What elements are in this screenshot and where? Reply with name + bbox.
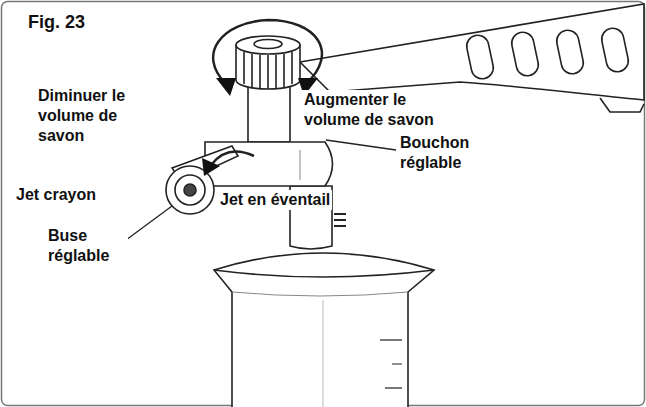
bottle-collar	[334, 213, 346, 215]
label-position: Fig. 23	[26, 12, 87, 32]
rotation-arrow	[213, 20, 322, 84]
adjustable-cap	[236, 36, 300, 54]
rotation-arrow	[216, 78, 236, 96]
bottle	[392, 364, 402, 365]
bottle	[214, 270, 434, 277]
part-label: Buse réglable	[46, 226, 128, 266]
handle	[600, 26, 631, 74]
nozzle-body	[300, 150, 301, 180]
nozzle-rotation-arrow	[202, 152, 254, 177]
label-position: Jet en éventail	[218, 190, 332, 210]
part-label: Jet en éventail	[218, 190, 332, 210]
bottle	[214, 253, 434, 407]
bottle	[385, 387, 402, 388]
handle	[510, 30, 541, 78]
bottle-collar	[334, 219, 346, 221]
bottle	[380, 339, 402, 340]
part-label: Bouchon réglable	[398, 133, 494, 173]
label-position: Augmenter le volume de savon	[302, 90, 452, 130]
adjustable-cap	[275, 55, 277, 88]
part-label: Jet crayon	[14, 185, 98, 205]
nozzle-rotation-arrow	[212, 152, 254, 165]
handle	[300, 4, 644, 100]
bottle	[214, 253, 434, 407]
adjustable-cap	[243, 52, 245, 84]
bottle-collar	[334, 225, 346, 227]
bottle	[232, 292, 408, 296]
label-position: Bouchon réglable	[398, 133, 494, 173]
label-position: Buse réglable	[46, 226, 128, 266]
figure-title: Fig. 23	[26, 12, 87, 32]
adjustable-cap	[254, 40, 282, 49]
adjustable-cap	[259, 55, 261, 88]
label-position: Jet crayon	[14, 185, 98, 205]
leader-line	[122, 206, 172, 243]
adjustable-cap	[251, 54, 253, 87]
adjustable-cap	[267, 55, 269, 89]
adjustable-cap	[236, 36, 300, 89]
adjustable-nozzle	[184, 184, 196, 196]
handle	[600, 98, 644, 112]
adjustable-cap	[283, 54, 285, 87]
nozzle-rotation-arrow	[202, 158, 220, 176]
adjustable-nozzle	[175, 175, 205, 205]
leader-line	[326, 140, 396, 150]
handle	[555, 28, 586, 76]
part-label: Augmenter le volume de savon	[302, 90, 452, 130]
bottle	[323, 300, 324, 407]
adjustable-cap	[291, 52, 293, 84]
leader-line	[122, 140, 396, 243]
part-label: Diminuer le volume de savon	[36, 86, 150, 146]
handle	[465, 33, 496, 81]
label-position: Diminuer le volume de savon	[36, 86, 150, 146]
rotation-arrow	[213, 20, 322, 96]
